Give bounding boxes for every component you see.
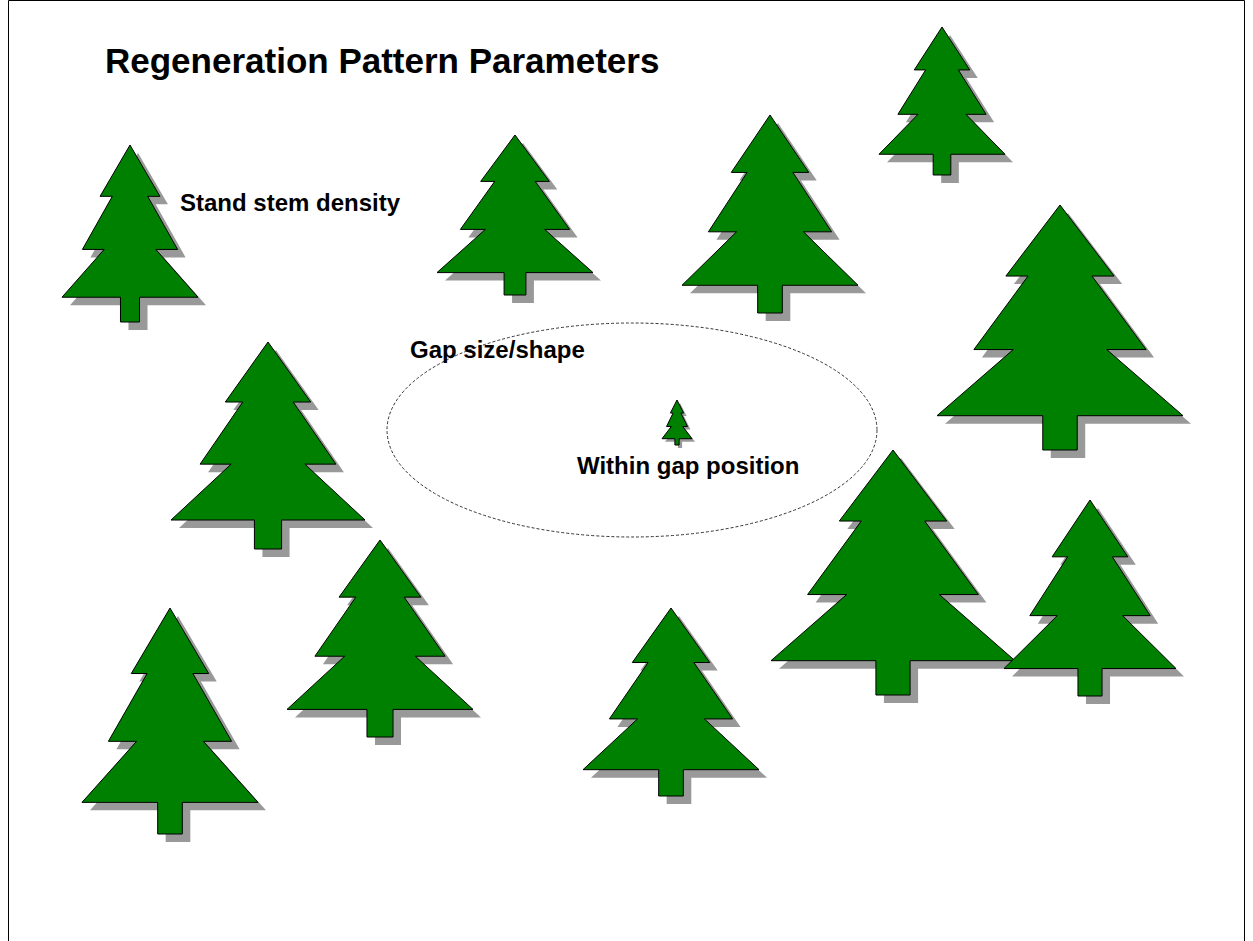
frame-line xyxy=(9,0,1245,1)
conifer-tree xyxy=(287,540,481,745)
conifer-tree xyxy=(771,450,1023,703)
conifer-tree xyxy=(583,608,767,804)
conifer-tree xyxy=(937,205,1191,458)
tree-shape xyxy=(1004,500,1176,696)
gap-ellipse: Gap size/shapeWithin gap position xyxy=(386,322,878,538)
frame-line xyxy=(8,1,9,941)
tree-shape xyxy=(171,342,365,549)
tree-shape xyxy=(82,608,258,834)
conifer-tree xyxy=(82,608,266,842)
conifer-tree xyxy=(437,135,601,303)
gap-ellipse-line xyxy=(387,323,877,537)
tree-shape xyxy=(662,400,692,445)
conifer-tree xyxy=(662,400,695,448)
tree-shape xyxy=(879,27,1005,175)
tree-shape xyxy=(937,205,1183,450)
conifer-tree xyxy=(879,27,1013,183)
parameter-label: Stand stem density xyxy=(180,191,400,215)
conifer-tree xyxy=(171,342,373,557)
gap-label: Gap size/shape xyxy=(410,338,585,362)
position-label: Within gap position xyxy=(577,454,799,478)
conifer-tree xyxy=(62,145,206,330)
frame-line xyxy=(1244,1,1245,941)
conifer-tree xyxy=(1004,500,1184,704)
tree-group xyxy=(62,27,1191,842)
diagram-title: Regeneration Pattern Parameters xyxy=(105,43,659,78)
tree-shape xyxy=(437,135,593,295)
tree-shape xyxy=(771,450,1015,695)
tree-shape xyxy=(287,540,473,737)
tree-shape xyxy=(62,145,198,322)
tree-shape xyxy=(583,608,759,796)
tree-shape xyxy=(682,115,858,313)
conifer-tree xyxy=(682,115,866,321)
frame-border xyxy=(9,1,1245,941)
